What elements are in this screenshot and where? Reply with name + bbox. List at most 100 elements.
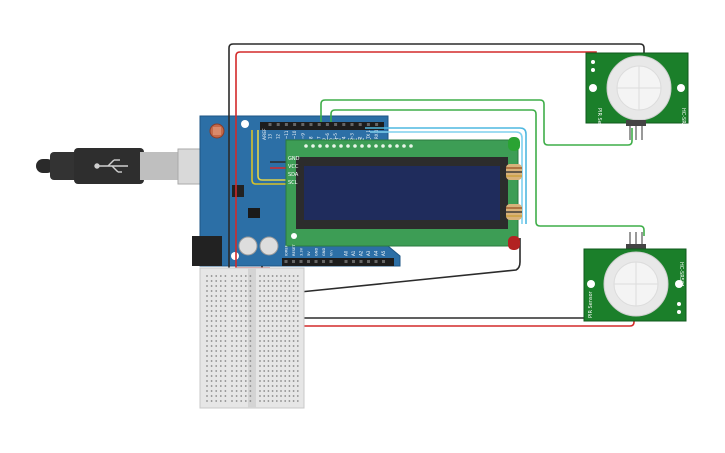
breadboard-hole <box>259 305 261 307</box>
breadboard-hole <box>206 380 208 382</box>
lcd-pin-scl: SCL <box>288 180 298 186</box>
breadboard-hole <box>235 400 238 402</box>
breadboard-hole <box>292 365 295 367</box>
analog-pin-label: A4 <box>374 250 379 256</box>
breadboard-hole <box>210 370 213 372</box>
breadboard-hole <box>259 365 261 367</box>
breadboard-hole <box>292 285 295 287</box>
breadboard-hole <box>280 285 282 287</box>
breadboard-hole <box>271 280 274 282</box>
breadboard-hole <box>275 350 278 352</box>
breadboard-hole <box>296 290 299 292</box>
lcd-pin-dot <box>409 144 413 148</box>
breadboard-hole <box>259 350 261 352</box>
breadboard-hole <box>263 370 266 372</box>
breadboard-hole <box>206 340 208 342</box>
breadboard-hole <box>267 310 270 312</box>
breadboard-hole <box>249 290 252 292</box>
breadboard-hole <box>235 275 238 277</box>
breadboard-hole <box>235 320 238 322</box>
breadboard-hole <box>271 275 274 277</box>
breadboard-hole <box>206 280 208 282</box>
breadboard-hole <box>244 295 247 297</box>
breadboard-hole <box>296 380 299 382</box>
breadboard-hole <box>275 300 278 302</box>
breadboard-hole <box>244 335 247 337</box>
breadboard-hole <box>215 400 218 402</box>
breadboard-hole <box>235 355 238 357</box>
breadboard-hole <box>296 400 299 402</box>
breadboard <box>199 267 305 409</box>
breadboard-hole <box>231 380 233 382</box>
breadboard-hole <box>267 340 270 342</box>
breadboard-hole <box>249 340 252 342</box>
breadboard-hole <box>240 360 243 362</box>
breadboard-hole <box>224 300 227 302</box>
breadboard-hole <box>271 330 274 332</box>
breadboard-hole <box>296 355 299 357</box>
digital-pin-label: ~3 <box>350 133 355 139</box>
breadboard-hole <box>240 300 243 302</box>
breadboard-hole <box>240 355 243 357</box>
breadboard-hole <box>210 280 213 282</box>
breadboard-hole <box>249 310 252 312</box>
breadboard-hole <box>231 385 233 387</box>
breadboard-hole <box>231 365 233 367</box>
breadboard-hole <box>259 295 261 297</box>
breadboard-hole <box>215 300 218 302</box>
breadboard-hole <box>249 315 252 317</box>
breadboard-hole <box>292 385 295 387</box>
breadboard-hole <box>215 375 218 377</box>
breadboard-hole <box>275 295 278 297</box>
breadboard-hole <box>271 315 274 317</box>
breadboard-hole <box>288 380 291 382</box>
breadboard-hole <box>267 395 270 397</box>
breadboard-hole <box>263 365 266 367</box>
breadboard-hole <box>259 310 261 312</box>
lcd-pin-dot <box>311 144 315 148</box>
breadboard-hole <box>280 325 282 327</box>
breadboard-hole <box>280 310 282 312</box>
breadboard-hole <box>215 305 218 307</box>
breadboard-hole <box>206 305 208 307</box>
breadboard-hole <box>219 380 222 382</box>
breadboard-hole <box>292 325 295 327</box>
breadboard-hole <box>224 325 227 327</box>
breadboard-hole <box>263 315 266 317</box>
breadboard-hole <box>284 285 287 287</box>
lcd-pin-dot <box>360 144 364 148</box>
breadboard-hole <box>263 355 266 357</box>
breadboard-hole <box>263 320 266 322</box>
breadboard-hole <box>210 395 213 397</box>
breadboard-hole <box>292 310 295 312</box>
breadboard-hole <box>296 330 299 332</box>
breadboard-hole <box>280 305 282 307</box>
breadboard-hole <box>235 330 238 332</box>
breadboard-hole <box>219 300 222 302</box>
breadboard-hole <box>288 340 291 342</box>
breadboard-hole <box>288 330 291 332</box>
breadboard-hole <box>215 340 218 342</box>
breadboard-hole <box>206 355 208 357</box>
resistor-1 <box>506 164 522 180</box>
breadboard-hole <box>224 385 227 387</box>
breadboard-hole <box>244 390 247 392</box>
breadboard-hole <box>259 335 261 337</box>
breadboard-hole <box>284 295 287 297</box>
digital-pin-label: ~5 <box>333 133 338 139</box>
breadboard-hole <box>259 330 261 332</box>
breadboard-hole <box>235 345 238 347</box>
breadboard-hole <box>263 395 266 397</box>
breadboard-hole <box>280 400 282 402</box>
breadboard-hole <box>244 330 247 332</box>
breadboard-hole <box>231 305 233 307</box>
breadboard-hole <box>271 370 274 372</box>
breadboard-hole <box>215 350 218 352</box>
breadboard-hole <box>224 310 227 312</box>
breadboard-hole <box>244 350 247 352</box>
breadboard-hole <box>219 350 222 352</box>
breadboard-hole <box>235 380 238 382</box>
breadboard-hole <box>215 360 218 362</box>
power-pin-label: Vin <box>330 250 334 256</box>
